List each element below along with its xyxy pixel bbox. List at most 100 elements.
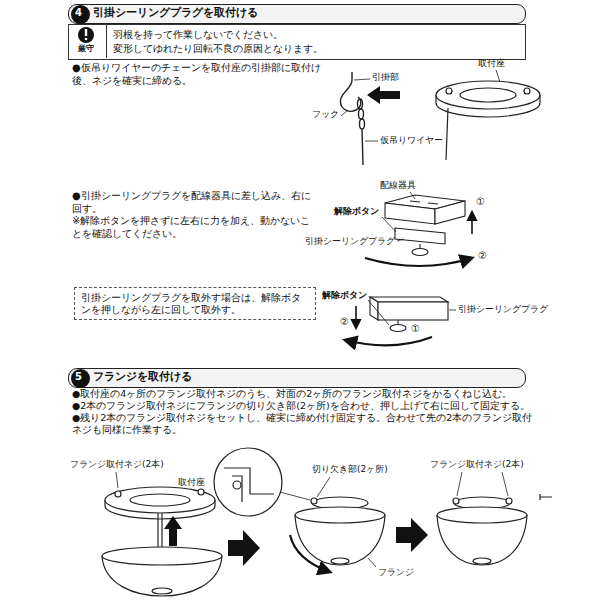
drawing-line xyxy=(116,472,118,488)
drawing-circle xyxy=(198,489,204,495)
drawing-path xyxy=(540,494,552,500)
instruction-text: ●取付座の4ヶ所のフランジ取付ネジのうち、対面の2ヶ所のフランジ取付ネジをかるく… xyxy=(72,388,542,400)
flange-figure-right xyxy=(437,472,552,565)
drawing-line xyxy=(341,110,348,116)
drawing-polygon xyxy=(370,297,448,302)
lift-arrow xyxy=(164,516,182,546)
drawing-path xyxy=(224,468,274,494)
flange-figure-left xyxy=(102,472,222,596)
instruction-text: ●残り2本のフランジ取付ネジをセットし、確実に締め付け固定する。合わせて先の2本… xyxy=(72,412,542,436)
drawing-ellipse xyxy=(473,558,491,564)
drawing-line xyxy=(368,558,376,567)
part-label: 取付座 xyxy=(178,477,205,488)
mount-base xyxy=(436,70,540,160)
drawing-line xyxy=(457,472,462,496)
drawing-line xyxy=(161,513,162,547)
drawing-line xyxy=(362,129,363,165)
node-text: 引掛シーリングプラグを取付ける xyxy=(93,6,258,20)
drawing-line xyxy=(382,217,396,232)
step-arrow xyxy=(396,518,428,552)
step-marker: ① xyxy=(411,323,420,336)
part-label: 引掛部 xyxy=(372,72,399,83)
section-header: 引掛シーリングプラグを取付ける 4 xyxy=(68,4,526,24)
node-text: フランジを取付ける xyxy=(93,370,192,384)
drawing-ellipse xyxy=(152,588,172,594)
warning-icon xyxy=(69,25,103,45)
drawing-line xyxy=(446,108,448,160)
drawing-ellipse xyxy=(360,119,365,129)
drawing-line xyxy=(191,489,197,491)
node-text: 変形してゆれたり回転不良の原因となります。 xyxy=(113,43,323,56)
drawing-polygon xyxy=(370,297,378,320)
drawing-line xyxy=(280,492,310,500)
zoom-detail xyxy=(214,448,310,516)
drawing-line xyxy=(317,477,330,497)
drawing-circle xyxy=(233,481,241,489)
step-number-circle: 4 xyxy=(71,5,90,24)
part-label: 引掛シーリングプラグ xyxy=(305,236,395,247)
drawing-line xyxy=(354,79,370,80)
drawing-line xyxy=(397,239,404,241)
drawing-line xyxy=(496,70,500,82)
warning-box: 羽根を持って作業しないでください。変形してゆれたり回転不良の原因となります。厳守 xyxy=(68,24,526,60)
drawing-circle xyxy=(453,498,459,504)
drawing-ellipse xyxy=(295,507,385,523)
drawing-line xyxy=(368,300,389,325)
drawing-ellipse xyxy=(390,325,406,332)
warning-icon-cell: 厳守 xyxy=(69,25,107,58)
node-text: 厳守 xyxy=(69,44,103,54)
turn-arrow xyxy=(290,535,330,572)
hook-figure xyxy=(340,72,378,165)
drawing-circle xyxy=(446,88,452,94)
drawing-line xyxy=(365,141,378,142)
step-marker: ② xyxy=(478,250,487,263)
instruction-text: ●仮吊りワイヤーのチェーンを取付座の引掛部に取付け後、ネジを確実に締める。 xyxy=(72,62,324,87)
instruction-text: ●引掛シーリングプラグを配線器具に差し込み、右に回す。 xyxy=(72,190,314,215)
node-text: 5 xyxy=(71,369,86,384)
drawing-circle xyxy=(214,448,282,516)
drawing-line xyxy=(410,201,420,202)
drawing-path xyxy=(232,476,242,502)
instruction-text: ●2本のフランジ取付ネジにフランジの切り欠き部(2ヶ所)を合わせ、押し上げて右に… xyxy=(72,400,542,412)
drawing-ellipse xyxy=(437,507,527,523)
node-text: 引掛シーリングプラグを取外す場合は、解除ボタンを押しながら左に回して取外す。 xyxy=(81,292,309,316)
down-arrow xyxy=(355,306,357,328)
part-label: 取付座 xyxy=(478,58,505,69)
drawing-line xyxy=(502,472,508,496)
note-box: 引掛シーリングプラグを取外す場合は、解除ボタンを押しながら左に回して取外す。 xyxy=(74,287,316,320)
part-label: 仮吊りワイヤー xyxy=(380,135,443,146)
drawing-circle xyxy=(311,498,317,504)
part-label: 解除ボタン xyxy=(322,290,367,301)
drawing-polygon xyxy=(395,228,445,244)
drawing-ellipse xyxy=(130,494,190,506)
part-label: フック xyxy=(312,109,339,120)
step-arrow xyxy=(228,530,260,566)
node-text: 4 xyxy=(71,5,86,20)
drawing-ellipse xyxy=(436,81,540,109)
drawing-line xyxy=(449,310,456,311)
drawing-polygon xyxy=(385,203,435,224)
drawing-rect xyxy=(378,302,448,320)
step-marker: ② xyxy=(340,316,349,329)
drawing-ellipse xyxy=(105,487,215,513)
flange-figure-middle xyxy=(295,477,385,567)
drawing-polygon xyxy=(435,201,465,224)
drawing-ellipse xyxy=(460,88,516,102)
drawing-circle xyxy=(115,491,121,497)
drawing-ellipse xyxy=(102,547,222,565)
drawing-ellipse xyxy=(412,249,428,256)
step-marker: ① xyxy=(476,196,485,209)
part-label: 解除ボタン xyxy=(334,206,379,217)
turn-left-arrow xyxy=(345,337,432,345)
part-label: フランジ取付ネジ(2本) xyxy=(430,459,524,470)
drawing-ellipse xyxy=(359,109,364,119)
drawing-circle xyxy=(524,88,530,94)
note-text: ※解除ボタンを押さずに左右に力を加え、動かないことを確認してください。 xyxy=(72,215,314,240)
node-text: 羽根を持って作業しないでください。 xyxy=(113,29,283,42)
up-arrow xyxy=(471,212,473,234)
drawing-ellipse xyxy=(358,99,363,109)
push-arrow xyxy=(367,86,400,104)
part-label: フランジ取付ネジ(2本) xyxy=(70,459,164,470)
section-header: フランジを取付ける 5 xyxy=(68,368,526,388)
